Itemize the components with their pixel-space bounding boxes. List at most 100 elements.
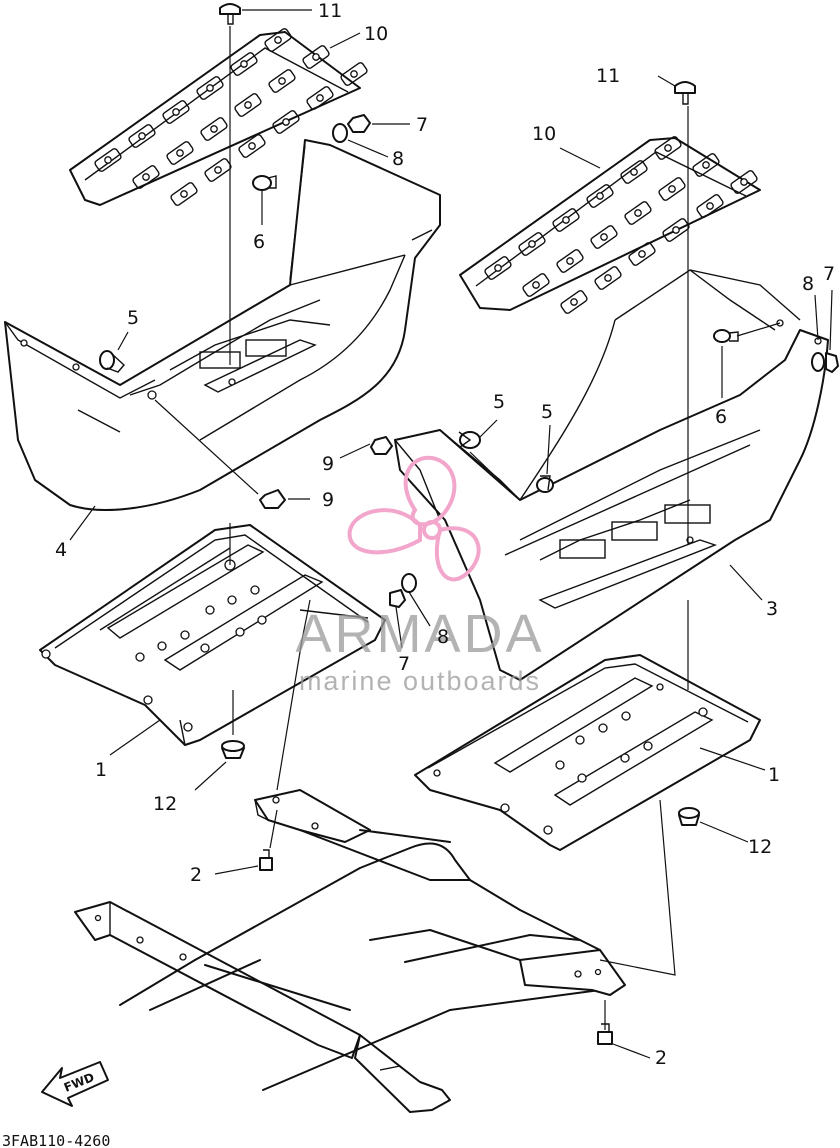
pad-slot <box>234 93 262 117</box>
pad-slot-hole <box>244 101 252 109</box>
pad-slot <box>560 290 588 314</box>
pad-slot-hole <box>104 156 112 164</box>
pad-slot <box>590 225 618 249</box>
pad-slot <box>522 273 550 297</box>
callout-1-left: 1 <box>95 759 107 781</box>
callout-8-mid: 8 <box>437 626 449 648</box>
pad-slot <box>238 134 266 158</box>
watermark-logo <box>347 455 481 582</box>
pad-slot <box>166 141 194 165</box>
part-number: 3FAB110-4260 <box>2 1132 110 1148</box>
callout-10-left: 10 <box>364 23 388 45</box>
pad-slot <box>556 249 584 273</box>
pad-slot-hole <box>570 298 578 306</box>
pad-slot <box>586 184 614 208</box>
pad-slot <box>306 86 334 110</box>
callout-10-right: 10 <box>532 123 556 145</box>
pad-slot <box>658 177 686 201</box>
pad-slot <box>200 117 228 141</box>
pad-slot-hole <box>316 94 324 102</box>
callout-7-left: 7 <box>416 114 428 136</box>
right-guard <box>394 269 829 681</box>
pad-slot-hole <box>206 84 214 92</box>
pad-slot-hole <box>566 257 574 265</box>
pad-slot-hole <box>138 132 146 140</box>
callout-12-left: 12 <box>153 793 177 815</box>
callout-11-right: 11 <box>596 65 620 87</box>
pad-slot <box>268 69 296 93</box>
pad-slot <box>302 45 330 69</box>
pad-slot-hole <box>274 36 282 44</box>
pad-slot <box>170 182 198 206</box>
callout-6-right: 6 <box>715 406 727 428</box>
pad-slot-hole <box>248 142 256 150</box>
pad-slot <box>654 136 682 160</box>
leader-lines <box>69 9 833 1059</box>
callout-2-right: 2 <box>655 1047 667 1069</box>
fasteners <box>99 3 839 1045</box>
callout-11-left: 11 <box>318 0 342 22</box>
callout-9-upper: 9 <box>322 453 334 475</box>
pad-slot-hole <box>240 60 248 68</box>
pad-slot-hole <box>604 274 612 282</box>
callout-labels: 11 10 7 8 6 5 11 10 8 7 6 5 5 9 9 4 3 8 … <box>55 0 835 1069</box>
pad-slot-hole <box>142 173 150 181</box>
callout-3: 3 <box>766 598 778 620</box>
callout-12-right: 12 <box>748 836 772 858</box>
pad-slot <box>94 148 122 172</box>
callout-5-mid-a: 5 <box>493 391 505 413</box>
pad-slot <box>484 256 512 280</box>
right-footboard-pad <box>459 136 761 314</box>
pad-slot <box>692 153 720 177</box>
pad-slot-hole <box>176 149 184 157</box>
pad-slot <box>594 266 622 290</box>
pad-slot <box>628 242 656 266</box>
pad-slot <box>340 62 368 86</box>
pad-slot-hole <box>350 70 358 78</box>
pad-slot-hole <box>180 190 188 198</box>
watermark-brand: ARMADA <box>295 604 544 664</box>
pad-slot-hole <box>494 264 502 272</box>
pad-slot <box>132 165 160 189</box>
pad-slot <box>624 201 652 225</box>
fwd-direction-arrow: FWD <box>41 1061 109 1107</box>
callout-6-left: 6 <box>253 231 265 253</box>
left-footboard-pad <box>69 28 368 206</box>
pad-slot <box>204 158 232 182</box>
pad-slot-hole <box>664 144 672 152</box>
pad-slot-hole <box>668 185 676 193</box>
pad-slot-hole <box>740 178 748 186</box>
callout-8-right: 8 <box>802 273 814 295</box>
pad-slot <box>696 194 724 218</box>
callout-5-left: 5 <box>127 307 139 329</box>
pad-slot <box>162 100 190 124</box>
pad-slot <box>620 160 648 184</box>
callout-7-mid: 7 <box>398 653 410 675</box>
pad-slot-hole <box>600 233 608 241</box>
pad-slot-hole <box>630 168 638 176</box>
left-footrest-plate <box>39 524 386 746</box>
callout-7-right: 7 <box>823 263 835 285</box>
pad-slot-hole <box>278 77 286 85</box>
pad-slot-hole <box>562 216 570 224</box>
right-footrest-plate <box>414 654 761 851</box>
callout-5-mid-b: 5 <box>541 401 553 423</box>
callout-1-right: 1 <box>768 764 780 786</box>
pad-slot-hole <box>596 192 604 200</box>
pad-slot-hole <box>702 161 710 169</box>
pad-slot-hole <box>172 108 180 116</box>
pad-slot-hole <box>214 166 222 174</box>
pad-slot-hole <box>528 240 536 248</box>
pad-slot-hole <box>312 53 320 61</box>
watermark: ARMADA marine outboards <box>295 455 544 696</box>
pad-slot <box>272 110 300 134</box>
pad-slot <box>730 170 758 194</box>
pad-slot <box>230 52 258 76</box>
pad-slot-hole <box>706 202 714 210</box>
pad-slot-hole <box>634 209 642 217</box>
pad-slot <box>128 124 156 148</box>
watermark-tagline: marine outboards <box>299 666 541 696</box>
pad-slot <box>552 208 580 232</box>
callout-9-lower: 9 <box>322 489 334 511</box>
